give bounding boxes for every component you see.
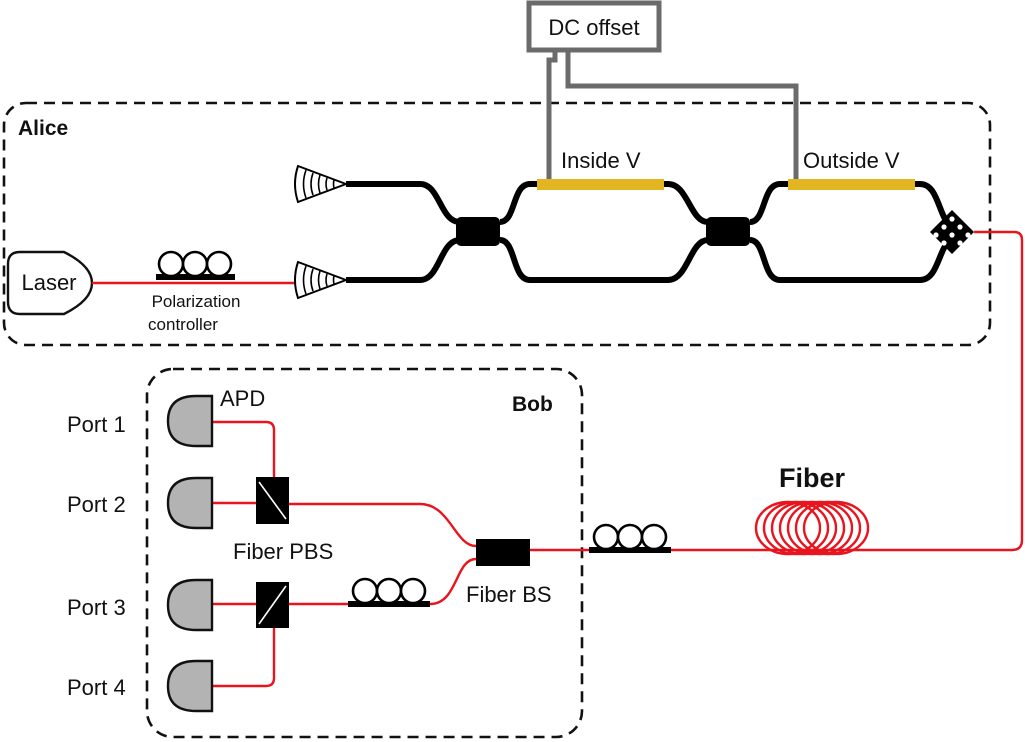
fiber-pbs-upper-to-apd-1 — [212, 420, 276, 488]
fiber-link-alice-to-bob — [530, 230, 1024, 552]
fiber-pbs-upper — [256, 477, 289, 524]
polarization-controller-link — [589, 523, 671, 553]
electrode-inside-v — [537, 179, 664, 190]
waveguide-outer-mzi-bottom — [749, 237, 953, 283]
fiber-bs-to-pbs-lower — [289, 557, 477, 606]
apd-detector-3 — [166, 578, 214, 632]
polarization-controller-bob — [348, 577, 430, 607]
polarization-controller-label-line2: controller — [148, 315, 218, 334]
dc-wire-outside — [565, 50, 799, 180]
apd-detector-1 — [166, 394, 214, 448]
dc-wire-inside — [546, 50, 558, 180]
output-grating-coupler — [930, 210, 974, 254]
apd-label: APD — [220, 386, 265, 411]
fiber-bs-label: Fiber BS — [466, 582, 552, 607]
laser-source: Laser — [6, 250, 94, 316]
bob-enclosure — [145, 367, 584, 739]
alice-label: Alice — [18, 117, 68, 140]
apd-detector-2 — [166, 476, 214, 530]
outside-v-label: Outside V — [803, 148, 900, 173]
port-3-label: Port 3 — [67, 595, 126, 620]
grating-coupler-top — [294, 164, 349, 204]
polarization-controller-alice — [156, 250, 235, 280]
dc-offset-label: DC offset — [548, 15, 639, 40]
waveguide-inner-mzi-bottom — [499, 237, 709, 283]
waveguide-input-bottom — [346, 237, 461, 283]
port-2-label: Port 2 — [67, 492, 126, 517]
port-1-label: Port 1 — [67, 412, 126, 437]
bob-label: Bob — [512, 393, 553, 416]
waveguide-outer-mzi-top — [749, 181, 953, 229]
fiber-spool — [754, 500, 870, 556]
waveguide-input-top — [346, 181, 461, 225]
fiber-pbs-lower — [256, 582, 289, 628]
fiber-label: Fiber — [779, 463, 846, 493]
inside-v-label: Inside V — [561, 148, 641, 173]
electrode-outside-v — [788, 179, 915, 190]
laser-label: Laser — [21, 270, 76, 295]
alice-enclosure — [2, 101, 992, 347]
grating-coupler-bottom — [294, 260, 349, 300]
polarization-controller-label-line1: Polarization — [152, 292, 241, 311]
fiber-pbs-label: Fiber PBS — [233, 539, 333, 564]
port-4-label: Port 4 — [67, 675, 126, 700]
fiber-pbs-lower-to-apd-4 — [212, 628, 276, 688]
dc-offset-box: DC offset — [526, 0, 662, 53]
fiber-beam-splitter — [476, 539, 530, 566]
apd-detector-4 — [166, 659, 214, 713]
directional-coupler-1 — [456, 217, 500, 246]
directional-coupler-2 — [706, 217, 750, 246]
fiber-bs-to-pbs-upper — [289, 502, 477, 548]
